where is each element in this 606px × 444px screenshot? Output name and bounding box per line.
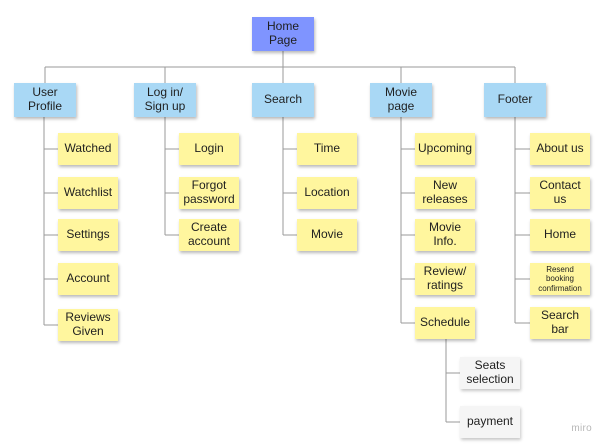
item-location[interactable]: Location bbox=[297, 177, 357, 209]
home-page-node[interactable]: Home Page bbox=[252, 17, 314, 51]
item-schedule[interactable]: Schedule bbox=[415, 307, 475, 339]
item-contact-us[interactable]: Contact us bbox=[530, 177, 590, 209]
item-resend-booking-confirmation[interactable]: Resend booking confirmation bbox=[530, 263, 590, 295]
item-login[interactable]: Login bbox=[179, 133, 239, 165]
item-seats-selection[interactable]: Seats selection bbox=[460, 357, 520, 389]
section-login-signup[interactable]: Log in/ Sign up bbox=[134, 83, 196, 117]
item-movie-info[interactable]: Movie Info. bbox=[415, 219, 475, 251]
item-watchlist[interactable]: Watchlist bbox=[58, 177, 118, 209]
item-settings[interactable]: Settings bbox=[58, 219, 118, 251]
item-payment[interactable]: payment bbox=[460, 406, 520, 438]
section-footer[interactable]: Footer bbox=[484, 83, 546, 117]
section-movie-page[interactable]: Movie page bbox=[370, 83, 432, 117]
item-account[interactable]: Account bbox=[58, 263, 118, 295]
item-watched[interactable]: Watched bbox=[58, 133, 118, 165]
item-about-us[interactable]: About us bbox=[530, 133, 590, 165]
item-movie[interactable]: Movie bbox=[297, 219, 357, 251]
item-reviews-given[interactable]: Reviews Given bbox=[58, 309, 118, 341]
item-create-account[interactable]: Create account bbox=[179, 219, 239, 251]
section-user-profile[interactable]: User Profile bbox=[14, 83, 76, 117]
item-review-ratings[interactable]: Review/ ratings bbox=[415, 263, 475, 295]
item-forgot-password[interactable]: Forgot password bbox=[179, 177, 239, 209]
item-new-releases[interactable]: New releases bbox=[415, 177, 475, 209]
section-search[interactable]: Search bbox=[252, 83, 314, 117]
item-home[interactable]: Home bbox=[530, 219, 590, 251]
miro-watermark: miro bbox=[571, 423, 592, 434]
item-time[interactable]: Time bbox=[297, 133, 357, 165]
item-search-bar[interactable]: Search bar bbox=[530, 307, 590, 339]
item-upcoming[interactable]: Upcoming bbox=[415, 133, 475, 165]
